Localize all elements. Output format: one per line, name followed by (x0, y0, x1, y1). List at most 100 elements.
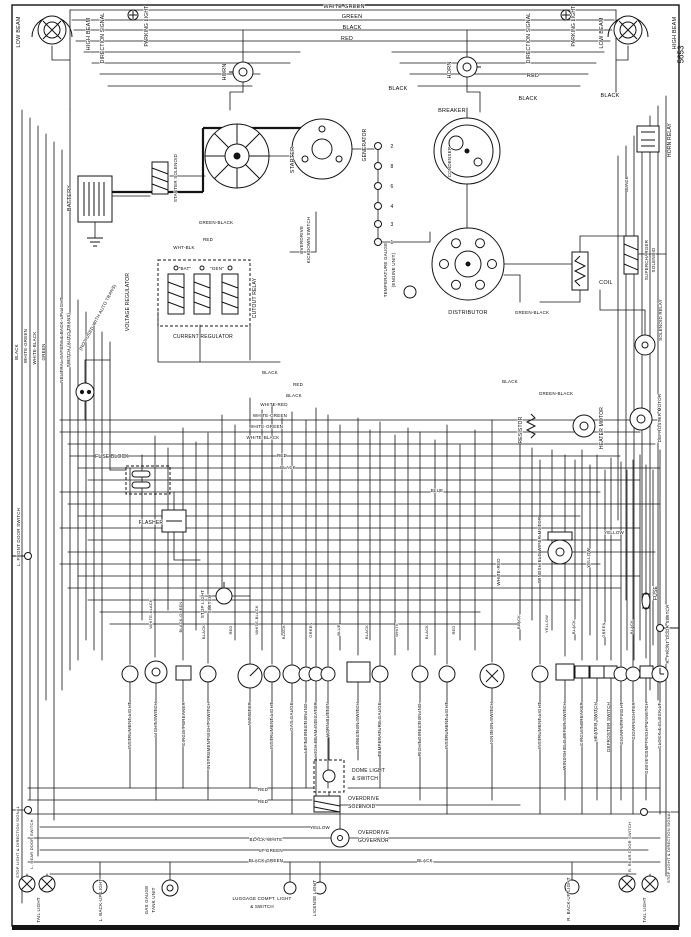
diagram-label: GREEN (41, 343, 46, 360)
diagram-label: HEATER SWITCH (593, 702, 598, 742)
solenoid-relay (634, 334, 656, 356)
diagram-label: SWITCH (AUTO TRANS) (66, 312, 71, 367)
components (12, 9, 679, 897)
diagram-label: OVERDRIVE (348, 796, 380, 802)
diagram-label: RED (527, 73, 539, 79)
overdrive-governor (330, 828, 350, 848)
diagram-label: CIRCUIT BREAKER (181, 701, 186, 745)
left-parking-light-icon (127, 9, 139, 21)
diagram-label: WHITE-GREEN (323, 4, 364, 10)
diagram-label: 2 (391, 144, 394, 150)
diagram-label: "GEN" (210, 266, 224, 271)
overdrive-solenoid (313, 795, 341, 813)
diagram-label: & SWITCH (250, 904, 274, 909)
diagram-label: BLUE (431, 488, 444, 493)
diagram-label: R. BACK-UP LIGHT (566, 877, 571, 920)
dome-light-switch (313, 759, 345, 793)
wiper-motor (547, 531, 573, 565)
diagram-label: RED (258, 799, 269, 804)
diagram-label: & SWITCH (352, 776, 378, 782)
diagram-label: INSTRUMENT LIGHT SWITCH (206, 702, 211, 769)
diagram-label: BLACK-GREEN (249, 858, 283, 863)
diagram-label: RESISTOR (518, 416, 524, 443)
diagram-label: HIGH BEAM (86, 17, 92, 50)
right-horn-icon (456, 56, 481, 78)
fuse-block (125, 465, 171, 495)
voltage-regulator-assembly (157, 259, 251, 327)
diagram-label: WHITE-BLACK (254, 605, 259, 635)
diagram-label: CIGAR LTR. LIGHT (619, 702, 624, 745)
diagram-label: VOLTAGE REGULATOR (125, 273, 131, 332)
right-parking-light-icon (560, 9, 572, 21)
diagram-label: 8 (391, 164, 394, 170)
diagram-label: CIGAR LIGHTER (631, 701, 636, 739)
diagram-label: BLUE (336, 624, 341, 635)
diagram-label: WINDSHIELD WIPER MOTOR (537, 516, 542, 583)
diagram-label: LT-GREEN (259, 848, 283, 853)
distributor (431, 227, 505, 301)
diagram-label: LOW BEAM (599, 17, 605, 48)
diagram-label: R. FRONT DOOR SWITCH (665, 605, 670, 664)
diagram-label: "BAT" (179, 266, 192, 271)
diagram-label: BLACK (424, 625, 429, 639)
diagram-label: WHITE-BLACK (148, 599, 153, 629)
diagram-label: GLOVE COMPT. LIGHT & SWITCH (644, 702, 649, 774)
diagram-label: BLACK (600, 93, 619, 99)
right-rear-door-switch (640, 808, 648, 816)
diagram-label: WHITE (394, 623, 399, 637)
diagram-label: YELLOW (604, 530, 625, 535)
diagram-label: INSTRUMENT LIGHT (537, 702, 542, 749)
diagram-label: TAIL LIGHT (642, 897, 647, 923)
diagram-label: WHITE-GREEN (249, 424, 283, 429)
diagram-label: BLACK (571, 620, 576, 634)
diagram-label: HORN (447, 62, 453, 79)
diagram-label: SWITCH (207, 595, 212, 614)
supercharger-solenoid (623, 235, 639, 275)
heater-motor (572, 414, 596, 438)
diagram-label: BATTERY (67, 185, 73, 211)
border-frame (11, 4, 680, 930)
diagram-label: BLACK (417, 858, 433, 863)
diagram-label: GAS GAUGE (144, 886, 149, 915)
diagram-label: TANK UNIT (151, 887, 156, 912)
diagram-label: SOLENOID RELAY (658, 299, 663, 341)
resistor (525, 413, 537, 439)
diagram-label: BLACK (518, 96, 537, 102)
figure-number: 5653 (676, 45, 686, 64)
diagram-label: BLACK (624, 176, 629, 192)
diagram-label: LUGGAGE COMPT. LIGHT (232, 896, 291, 901)
diagram-label: GREEN (601, 622, 606, 637)
diagram-label: NEUTRAL SAFETY & BACK-UP LIGHT (59, 297, 64, 382)
right-front-door-switch (656, 624, 679, 632)
diagram-label: HORN (222, 64, 228, 81)
diagram-label: STOP LIGHT & DIRECTION SIGNAL (15, 805, 20, 878)
generator-terminals (374, 142, 382, 246)
diagram-label: 1 (391, 240, 394, 246)
diagram-label: RIGHT DIRECTION IND. (417, 702, 422, 756)
fuse-icon (641, 592, 651, 610)
diagram-label: WINDSHIELD WIPER SWITCH (562, 702, 567, 770)
diagram-label: STOP LIGHT & DIRECTION SIGNAL (666, 810, 671, 883)
diagram-label: YELLOW (310, 825, 331, 830)
diagram-label: BLACK (281, 625, 286, 639)
diagram-label: HIGH BEAM (672, 16, 678, 49)
diagram-label: GREEN (308, 622, 313, 637)
diagram-label: BLACK (342, 25, 361, 31)
flasher (161, 509, 187, 533)
diagram-label: COIL (599, 280, 613, 286)
diagram-label: RED (341, 36, 353, 42)
diagram-label: TEMPERATURE GAUGE (377, 702, 382, 757)
diagram-label: DEFROSTER MOTOR (657, 393, 662, 442)
diagram-label: GREEN (342, 14, 363, 20)
diagram-label: KICKDOWN SWITCH (306, 217, 311, 264)
diagram-label: AMMETER (247, 701, 252, 725)
diagram-label: 4 (391, 204, 394, 210)
diagram-label: BLACK-GREEN (178, 602, 183, 633)
diagram-label: FLASHER (139, 520, 164, 526)
left-front-door-switch (12, 552, 32, 560)
diagram-label: TAIL LIGHT (36, 897, 41, 923)
diagram-label: BLACK-WHITE (250, 837, 283, 842)
defroster-motor (629, 407, 653, 431)
diagram-label: WHITE-BLACK (32, 332, 37, 365)
